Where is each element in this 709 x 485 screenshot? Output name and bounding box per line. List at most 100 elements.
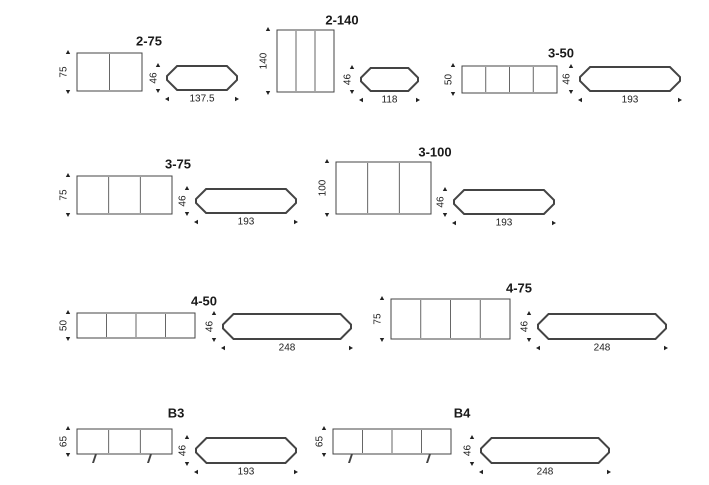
height-dimension: 75 — [59, 66, 70, 78]
width-dimension: 193 — [496, 218, 513, 229]
front-leg-left — [348, 454, 353, 463]
dimension-arrow — [221, 345, 225, 351]
cabinet-body — [332, 428, 452, 455]
module-code-label: 3-100 — [418, 144, 451, 159]
height-dimension: 75 — [59, 189, 70, 201]
cabinet-body — [390, 298, 511, 340]
dimension-arrow — [184, 435, 190, 439]
front-view: 75 — [59, 50, 143, 94]
dimension-arrow — [568, 64, 574, 68]
width-dimension: 193 — [238, 217, 255, 228]
height-dimension: 140 — [259, 52, 270, 69]
module-code-label: 2-75 — [136, 33, 162, 48]
dimension-arrow — [526, 338, 532, 342]
dimension-arrow — [442, 213, 448, 217]
dimension-arrow — [165, 96, 169, 102]
dimension-arrow — [349, 90, 355, 94]
dimension-arrow — [379, 338, 385, 342]
top-outline — [222, 313, 352, 340]
dimension-arrow — [155, 89, 161, 93]
front-view: 65 — [315, 426, 452, 463]
dimension-arrow — [194, 469, 198, 475]
width-dimension: 248 — [594, 343, 611, 354]
dimension-arrow — [479, 469, 483, 475]
dimension-arrow — [607, 469, 611, 475]
height-dimension: 100 — [318, 179, 329, 196]
dimension-arrow — [469, 435, 475, 439]
top-outline — [537, 313, 667, 340]
depth-dimension: 46 — [149, 72, 160, 84]
plan-view: 46 137.5 — [149, 63, 239, 105]
dimension-arrow — [416, 97, 420, 103]
cabinet-body — [76, 175, 173, 215]
dimension-arrow — [294, 469, 298, 475]
height-dimension: 65 — [59, 436, 70, 448]
module-code-label: 2-140 — [325, 12, 358, 27]
height-dimension: 50 — [444, 74, 455, 86]
depth-dimension: 46 — [178, 445, 189, 457]
dimension-arrow — [211, 338, 217, 342]
dimension-arrow — [552, 220, 556, 226]
depth-dimension: 46 — [178, 195, 189, 207]
front-view: 140 — [259, 27, 335, 95]
dimension-arrow — [678, 97, 682, 103]
cabinet-body — [461, 65, 558, 94]
front-view: 100 — [318, 159, 432, 217]
dimension-arrow — [349, 65, 355, 69]
top-outline — [453, 189, 555, 215]
front-leg-right — [426, 454, 431, 463]
module-3-75: 3-75 75 46 193 — [59, 156, 298, 228]
dimension-arrow — [324, 213, 330, 217]
depth-dimension: 46 — [562, 73, 573, 85]
cabinet-body — [76, 52, 143, 92]
front-leg-left — [92, 454, 97, 463]
dimension-arrow — [324, 159, 330, 163]
dimension-arrow — [664, 345, 668, 351]
dimension-arrow — [578, 97, 582, 103]
dimension-arrow — [194, 219, 198, 225]
front-view: 75 — [373, 296, 511, 342]
plan-view: 46 193 — [178, 186, 298, 228]
module-code-label: 4-50 — [191, 293, 217, 308]
dimension-arrow — [65, 173, 71, 177]
dimension-arrow — [184, 186, 190, 190]
height-dimension: 65 — [315, 436, 326, 448]
module-code-label: B3 — [168, 405, 185, 420]
dimension-arrow — [65, 453, 71, 457]
dimension-arrow — [536, 345, 540, 351]
front-leg-right — [147, 454, 152, 463]
depth-dimension: 46 — [343, 74, 354, 86]
dimension-arrow — [65, 213, 71, 217]
plan-view: 46 248 — [463, 435, 611, 478]
module-code-label: 3-75 — [165, 156, 191, 171]
dimension-arrow — [65, 310, 71, 314]
dimension-arrow — [359, 97, 363, 103]
dimension-arrow — [65, 426, 71, 430]
dimension-arrow — [450, 63, 456, 67]
width-dimension: 248 — [279, 343, 296, 354]
dimension-arrow — [469, 462, 475, 466]
width-dimension: 137.5 — [189, 94, 214, 105]
dimension-arrow — [265, 91, 271, 95]
dimension-arrow — [526, 311, 532, 315]
dimension-arrow — [184, 212, 190, 216]
cabinet-body — [76, 428, 173, 455]
cabinet-body — [76, 312, 196, 339]
module-2-75: 2-75 75 46 137.5 — [59, 33, 239, 105]
width-dimension: 248 — [537, 467, 554, 478]
depth-dimension: 46 — [463, 445, 474, 457]
top-outline — [579, 66, 681, 92]
dimension-arrow — [265, 27, 271, 31]
dimension-arrow — [442, 187, 448, 191]
dimension-arrow — [235, 96, 239, 102]
depth-dimension: 46 — [205, 321, 216, 333]
front-view: 65 — [59, 426, 173, 463]
